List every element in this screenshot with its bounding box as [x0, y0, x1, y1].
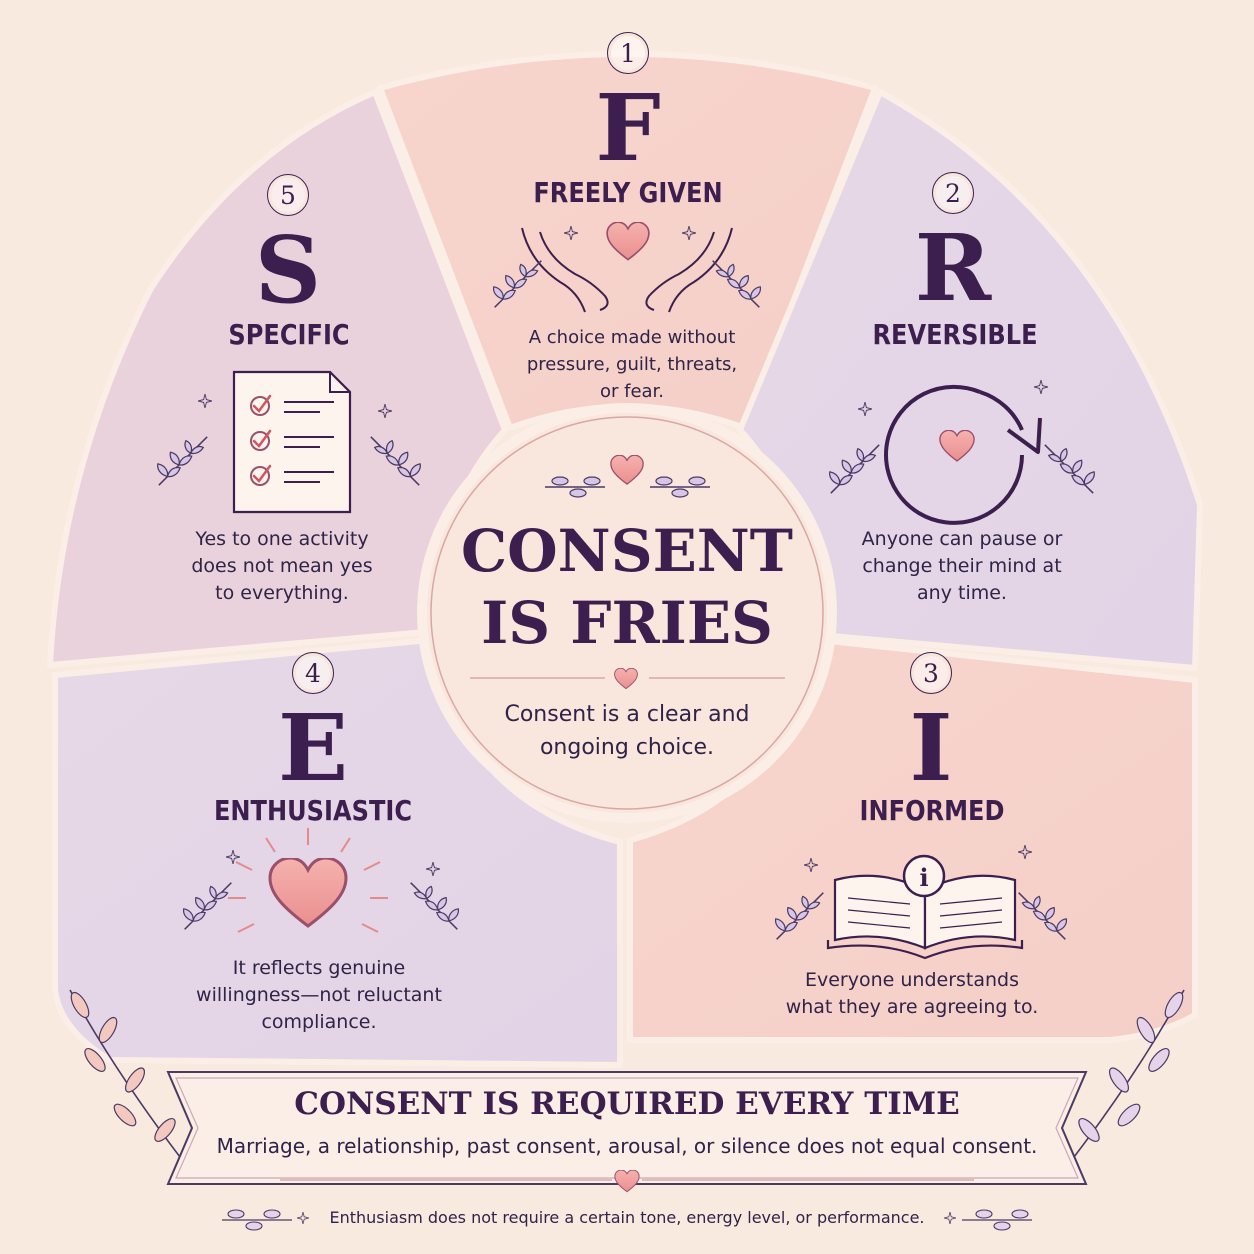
radiant-heart-icon: [182, 828, 460, 933]
segment-number-4: 4: [292, 652, 334, 694]
desc-line: Anyone can pause or: [861, 528, 1063, 550]
segment-desc-freely-given: A choice made without pressure, guilt, t…: [502, 324, 762, 405]
banner-title: CONSENT IS REQUIRED EVERY TIME: [294, 1086, 960, 1122]
segment-letter-e: E: [277, 694, 349, 802]
desc-line: Everyone understands: [804, 969, 1020, 991]
segment-letter-r: R: [914, 214, 992, 322]
segment-title-specific: SPECIFIC: [228, 318, 350, 351]
desc-line: compliance.: [261, 1011, 377, 1033]
footnote: Enthusiasm does not require a certain to…: [329, 1208, 925, 1227]
segment-title-enthusiastic: ENTHUSIASTIC: [213, 794, 413, 827]
segment-desc-specific: Yes to one activity does not mean yes to…: [152, 526, 412, 607]
desc-line: pressure, guilt, threats,: [526, 354, 738, 375]
desc-line: A choice made without: [528, 327, 736, 348]
segment-letter-s: S: [254, 216, 322, 324]
hands-holding-heart-icon: [492, 222, 762, 313]
desc-line: It reflects genuine: [232, 957, 406, 979]
desc-line: any time.: [917, 582, 1007, 604]
segment-number-3: 3: [910, 652, 952, 694]
segment-desc-informed: Everyone understands what they are agree…: [772, 967, 1052, 1021]
right-vine-decoration: [1063, 989, 1185, 1171]
center-divider: [470, 668, 785, 690]
center-title-line1: CONSENT: [461, 517, 793, 585]
banner-ribbon: [166, 1071, 1088, 1193]
desc-line: does not mean yes: [191, 555, 373, 577]
desc-line: willingness—not reluctant: [196, 984, 442, 1006]
segment-number-2: 2: [932, 172, 974, 214]
center-subtitle: Consent is a clear and ongoing choice.: [492, 698, 762, 764]
center-title-line2: IS FRIES: [481, 589, 773, 657]
segment-title-informed: INFORMED: [859, 794, 1005, 827]
svg-text:i: i: [919, 863, 928, 892]
segment-letter-f: F: [595, 74, 661, 182]
checklist-icon: [156, 370, 422, 514]
center-subtitle-line2: ongoing choice.: [539, 735, 715, 760]
segment-desc-reversible: Anyone can pause or change their mind at…: [832, 526, 1092, 607]
desc-line: change their mind at: [862, 555, 1062, 577]
segment-title-reversible: REVERSIBLE: [872, 318, 1038, 351]
banner-subtitle: Marriage, a relationship, past consent, …: [216, 1134, 1038, 1158]
desc-line: Yes to one activity: [195, 528, 369, 550]
center-subtitle-line1: Consent is a clear and: [504, 702, 750, 727]
desc-line: or fear.: [599, 381, 665, 402]
left-vine-decoration: [69, 989, 191, 1171]
segment-number-5: 5: [267, 174, 309, 216]
circular-arrow-heart-icon: [828, 380, 1096, 525]
center-circle: [417, 403, 837, 823]
center-vine-decoration: [545, 455, 710, 498]
segment-letter-i: I: [909, 694, 953, 802]
open-book-info-icon: i: [774, 845, 1068, 960]
segment-title-freely-given: FREELY GIVEN: [533, 176, 723, 209]
footnote-decoration: [222, 1209, 1032, 1231]
segment-desc-enthusiastic: It reflects genuine willingness—not relu…: [179, 955, 459, 1036]
segment-number-1: 1: [607, 32, 649, 74]
desc-line: what they are agreeing to.: [785, 996, 1039, 1018]
desc-line: to everything.: [215, 582, 349, 604]
